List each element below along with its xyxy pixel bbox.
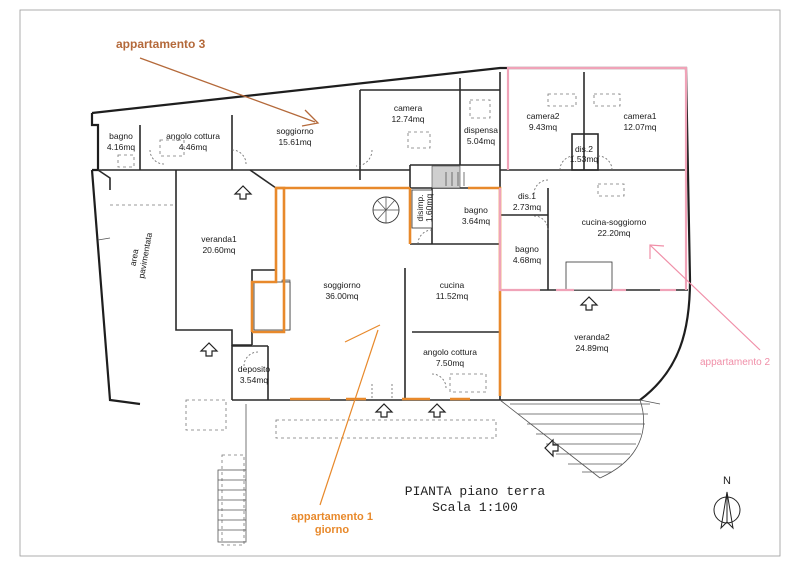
room-name: angolo cottura [423, 347, 477, 357]
apartment2-boundary [498, 66, 688, 292]
room-name: dis.2 [575, 144, 593, 154]
room-area: 3.54mq [240, 375, 269, 385]
room-name: dispensa [464, 125, 498, 135]
plan-title: PIANTA piano terra [405, 484, 546, 499]
annotation-arrows [139, 57, 761, 506]
entrance-arrows [199, 185, 599, 458]
room-name: deposito [238, 364, 270, 374]
room-area: 9.43mq [529, 122, 558, 132]
room-area: 3.64mq [462, 216, 491, 226]
room-area: 4.46mq [179, 142, 208, 152]
apartment3-label: appartamento 3 [116, 37, 206, 51]
room-name: cucina-soggiorno [582, 217, 647, 227]
north-arrow: N [713, 475, 741, 530]
room-name: bagno [464, 205, 488, 215]
entrance-arrow-icon [199, 342, 219, 357]
room-area: 1.53mq [570, 154, 599, 164]
internal-steps [445, 172, 465, 186]
apartment2-label: appartamento 2 [700, 357, 770, 368]
entrance-arrow-icon [427, 403, 447, 418]
room-name: dis.1 [518, 191, 536, 201]
external-staircase [217, 399, 661, 543]
room-name: cucina [440, 280, 465, 290]
apartment1-label: appartamento 1 [291, 511, 373, 523]
fixtures [97, 93, 625, 546]
room-area: 12.74mq [391, 114, 424, 124]
entrance-arrow-icon [544, 438, 559, 458]
room-name: veranda2 [574, 332, 610, 342]
room-name: angolo cottura [166, 131, 220, 141]
north-label: N [723, 475, 731, 487]
room-name: bagno [109, 131, 133, 141]
entrance-arrow-icon [374, 403, 394, 418]
room-area: 4.16mq [107, 142, 136, 152]
room-name: bagno [515, 244, 539, 254]
room-name: disimp. [415, 195, 425, 222]
room-name: camera1 [623, 111, 656, 121]
structure-details [253, 165, 613, 331]
room-area: 12.07mq [623, 122, 656, 132]
entrance-arrow-icon [579, 296, 599, 311]
room-area: 7.50mq [436, 358, 465, 368]
entrance-arrow-icon [233, 185, 253, 200]
plan-scale: Scala 1:100 [432, 500, 518, 515]
sheet-border [19, 9, 781, 557]
room-area: 4.68mq [513, 255, 542, 265]
room-area: 15.61mq [278, 137, 311, 147]
room-area: 24.89mq [575, 343, 608, 353]
door-swings [149, 149, 613, 400]
room-area: 11.52mq [436, 291, 469, 301]
room-area: 1.60mq [424, 194, 434, 223]
room-area: 22.20mq [597, 228, 630, 238]
room-name: veranda1 [201, 234, 237, 244]
room-name: soggiorno [323, 280, 361, 290]
area-pavimentata-label: area [128, 248, 141, 267]
apartment1-boundary [250, 186, 502, 401]
room-name: camera [394, 103, 423, 113]
room-name: camera2 [526, 111, 559, 121]
room-labels: bagno 4.16mq angolo cottura 4.46mq soggi… [107, 103, 657, 385]
room-area: 36.00mq [325, 291, 358, 301]
apartment1-label-sub: giorno [315, 524, 349, 536]
room-area: 20.60mq [202, 245, 235, 255]
room-area: 5.04mq [467, 136, 496, 146]
room-area: 2.73mq [513, 202, 542, 212]
spiral-staircase [372, 196, 400, 224]
room-name: soggiorno [276, 126, 314, 136]
